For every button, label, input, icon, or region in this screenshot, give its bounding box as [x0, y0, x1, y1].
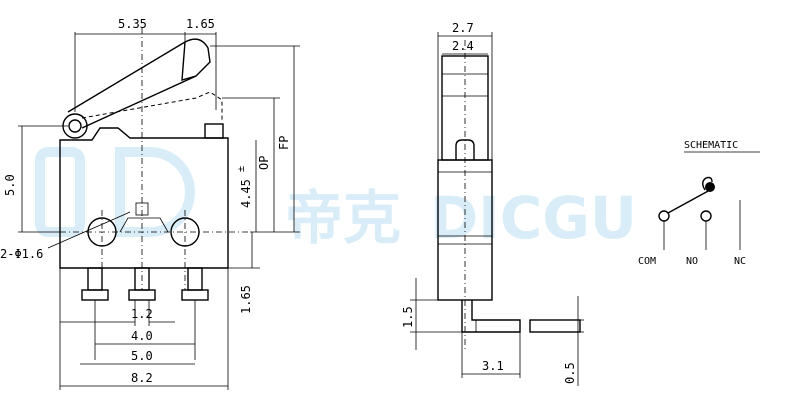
lever-tip [181, 41, 197, 81]
schematic: SCHEMATIC COM NO NC [638, 140, 760, 267]
schematic-com-terminal [658, 210, 670, 222]
dim-spacing-b: 5.0 [131, 349, 153, 363]
label-op: OP [257, 156, 271, 170]
watermark-logo-right [115, 147, 195, 237]
terminal-middle [128, 267, 156, 301]
schematic-no-label: NO [686, 256, 698, 267]
dim-pin-width: 1.2 [131, 307, 153, 321]
schematic-com-label: COM [638, 256, 656, 267]
roller-inner [68, 119, 82, 133]
schematic-nc-label: NC [734, 256, 746, 267]
dim-op-tolerance: ± [236, 166, 247, 172]
dim-top-right: 1.65 [186, 17, 215, 31]
watermark-brand-cn: 帝克 [285, 184, 401, 252]
schematic-switch-arm [667, 189, 711, 214]
schematic-spring [702, 176, 713, 191]
body-notch [119, 217, 169, 233]
side-terminal [461, 300, 521, 333]
switch-body-outline [59, 127, 229, 269]
dim-left-height: 5.0 [3, 174, 17, 196]
schematic-title: SCHEMATIC [684, 140, 738, 151]
dim-op-value: 4.45 [239, 179, 253, 208]
side-dim-bottom: 3.1 [482, 359, 504, 373]
watermark: 帝克 DICGU [35, 147, 637, 252]
hole-leader-line [47, 211, 131, 249]
actuator-button [204, 123, 224, 139]
side-dim-top-outer: 2.7 [452, 21, 474, 35]
lever-arm [67, 38, 211, 129]
watermark-brand-en: DICGU [430, 184, 637, 252]
side-dim-left: 1.5 [401, 306, 415, 328]
center-marker [135, 202, 149, 216]
schematic-nc-contact [705, 182, 715, 192]
side-view: 2.7 2.4 1.5 3.1 0.5 [401, 21, 584, 386]
dim-top-left: 5.35 [118, 17, 147, 31]
side-dim-top-inner: 2.4 [452, 39, 474, 53]
terminal-right [181, 267, 209, 301]
label-fp: FP [277, 136, 291, 150]
side-terminal-end [529, 319, 581, 333]
dim-hole: 2-Φ1.6 [0, 247, 43, 261]
terminal-left [81, 267, 109, 301]
schematic-no-terminal [700, 210, 712, 222]
lever-pressed-outline [81, 91, 223, 120]
dim-spacing-a: 4.0 [131, 329, 153, 343]
side-dim-right: 0.5 [563, 362, 577, 384]
dim-terminal-length: 1.65 [239, 285, 253, 314]
front-view: 5.35 1.65 5.0 4.45 ± OP FP 2-Φ1.6 1.65 [0, 17, 300, 390]
dim-overall: 8.2 [131, 371, 153, 385]
